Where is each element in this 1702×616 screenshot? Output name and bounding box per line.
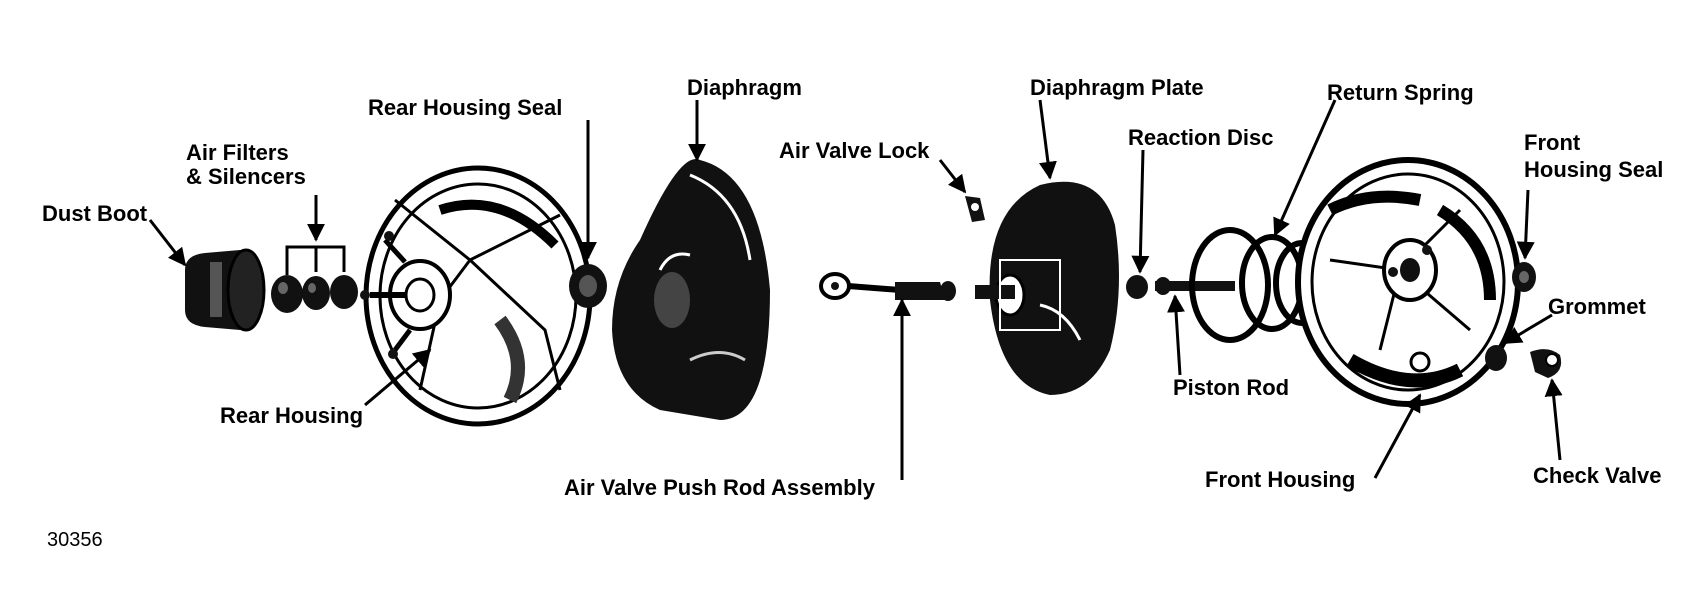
- check-valve-part: [1530, 349, 1562, 378]
- leader-rear-housing: [364, 348, 432, 407]
- leader-grommet: [1503, 313, 1553, 345]
- label-air-filters-line1: Air Filters: [186, 140, 289, 165]
- label-air-filters-line2: & Silencers: [186, 164, 306, 189]
- front-housing-part: [1295, 157, 1521, 407]
- label-reaction-disc: Reaction Disc: [1128, 125, 1274, 150]
- label-front-housing-seal-line2: Housing Seal: [1524, 157, 1663, 182]
- leader-check-valve: [1544, 378, 1563, 461]
- leader-dust-boot: [148, 219, 187, 267]
- leader-front-housing-seal: [1516, 189, 1535, 260]
- label-piston-rod: Piston Rod: [1173, 375, 1289, 400]
- label-rear-housing: Rear Housing: [220, 403, 363, 428]
- label-rear-housing-seal: Rear Housing Seal: [368, 95, 562, 120]
- label-grommet: Grommet: [1548, 294, 1646, 319]
- label-diaphragm: Diaphragm: [687, 75, 802, 100]
- label-dust-boot: Dust Boot: [42, 201, 148, 226]
- front-housing-seal-part: [1512, 262, 1536, 292]
- diaphragm-part: [612, 159, 770, 420]
- reaction-disc-part: [1126, 275, 1148, 299]
- figure-number: 30356: [47, 529, 103, 551]
- leader-piston-rod: [1167, 294, 1186, 376]
- label-return-spring: Return Spring: [1327, 80, 1474, 105]
- air-filters-part: [271, 275, 358, 313]
- labels: Dust Boot Air Filters & Silencers Rear H…: [42, 75, 1663, 551]
- leader-air-filters-bracket: [285, 245, 346, 275]
- label-front-housing: Front Housing: [1205, 467, 1355, 492]
- label-front-housing-seal-line1: Front: [1524, 130, 1581, 155]
- leader-lines: [148, 99, 1563, 480]
- leader-return-spring: [1273, 99, 1337, 237]
- dust-boot-part: [185, 248, 266, 332]
- rear-housing-seal-part: [569, 264, 607, 308]
- leader-diaphragm-plate: [1038, 99, 1057, 180]
- label-diaphragm-plate: Diaphragm Plate: [1030, 75, 1204, 100]
- diaphragm-plate-part: [975, 181, 1119, 395]
- leader-front-housing: [1373, 393, 1422, 479]
- grommet-part: [1485, 345, 1507, 371]
- label-air-valve-push-rod: Air Valve Push Rod Assembly: [564, 475, 876, 500]
- rear-housing-part: [360, 165, 593, 427]
- air-valve-push-rod-part: [819, 272, 956, 301]
- label-air-valve-lock: Air Valve Lock: [779, 138, 930, 163]
- leader-air-valve-lock: [938, 159, 967, 194]
- label-check-valve: Check Valve: [1533, 463, 1661, 488]
- air-valve-lock-part: [965, 196, 985, 222]
- leader-reaction-disc: [1131, 149, 1150, 274]
